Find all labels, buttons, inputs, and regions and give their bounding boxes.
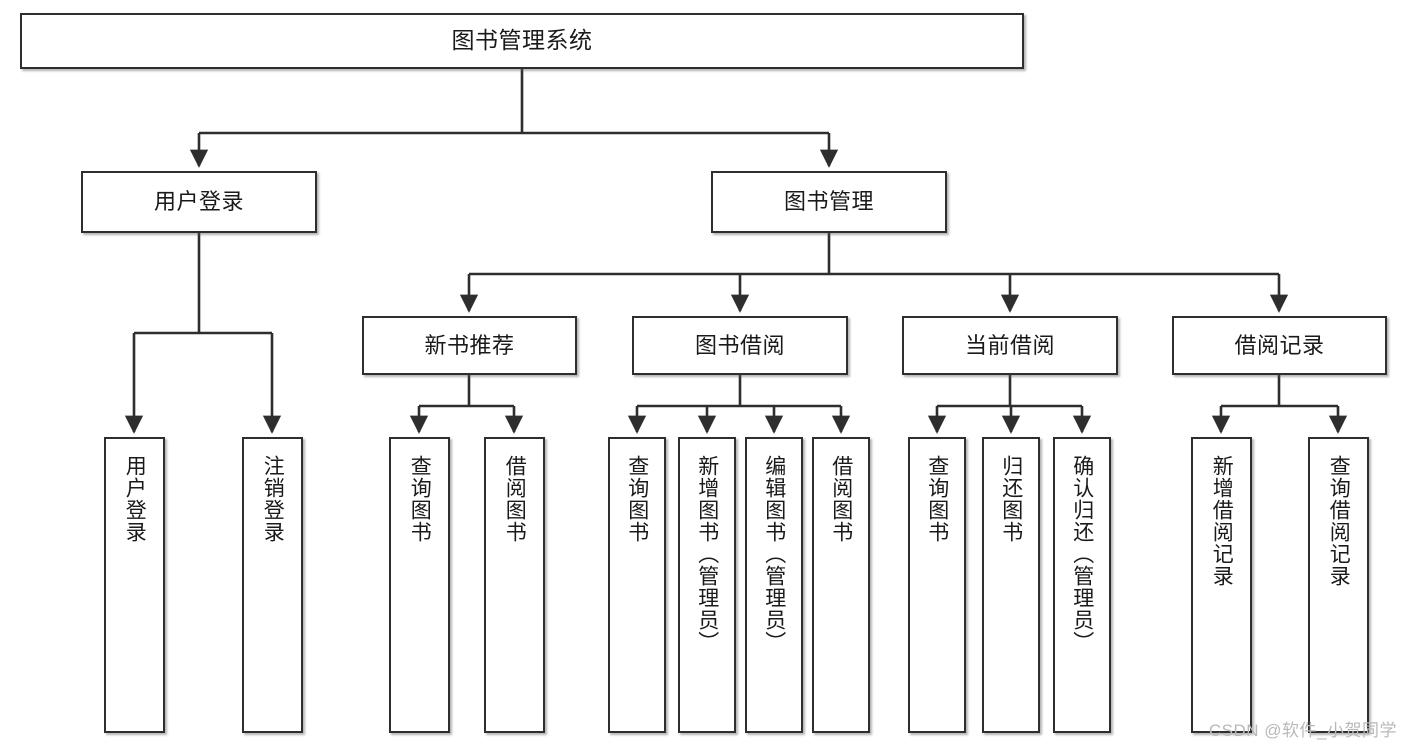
node-borrow-record-label: 借阅记录 (1234, 332, 1325, 358)
node-leaf-add-record[interactable]: 新增借阅记录 (1191, 437, 1252, 733)
node-book-manage[interactable]: 图书管理 (711, 171, 947, 233)
node-borrow-record[interactable]: 借阅记录 (1172, 316, 1387, 375)
node-leaf-query-book-rec[interactable]: 查询图书 (389, 437, 450, 733)
node-leaf-user-logout[interactable]: 注销登录 (242, 437, 303, 733)
node-leaf-user-logout-label: 注销登录 (261, 455, 285, 543)
node-current-borrow[interactable]: 当前借阅 (902, 316, 1118, 375)
node-leaf-borrow-book[interactable]: 借阅图书 (812, 437, 870, 733)
node-leaf-add-book-label: 新增图书（管理员） (695, 455, 719, 653)
node-current-borrow-label: 当前借阅 (964, 332, 1055, 358)
node-user-login[interactable]: 用户登录 (81, 171, 317, 233)
node-leaf-add-record-label: 新增借阅记录 (1210, 455, 1234, 587)
node-leaf-return-book-label: 归还图书 (999, 455, 1023, 543)
node-leaf-borrow-book-label: 借阅图书 (829, 455, 853, 543)
node-book-manage-label: 图书管理 (783, 189, 874, 215)
node-leaf-query-record[interactable]: 查询借阅记录 (1308, 437, 1369, 733)
node-leaf-edit-book-label: 编辑图书（管理员） (762, 455, 786, 653)
node-leaf-confirm-return[interactable]: 确认归还（管理员） (1053, 437, 1111, 733)
node-leaf-query-book-rec-label: 查询图书 (408, 455, 432, 543)
node-leaf-user-login[interactable]: 用户登录 (104, 437, 165, 733)
node-book-borrow[interactable]: 图书借阅 (632, 316, 848, 375)
node-leaf-borrow-book-rec-label: 借阅图书 (503, 455, 527, 543)
node-leaf-add-book[interactable]: 新增图书（管理员） (678, 437, 736, 733)
node-leaf-return-book[interactable]: 归还图书 (982, 437, 1040, 733)
node-leaf-query-book-cur[interactable]: 查询图书 (908, 437, 966, 733)
node-leaf-user-login-label: 用户登录 (123, 455, 147, 543)
node-leaf-confirm-return-label: 确认归还（管理员） (1070, 455, 1094, 653)
node-root-system-label: 图书管理系统 (451, 27, 593, 54)
node-book-borrow-label: 图书借阅 (694, 332, 785, 358)
node-leaf-borrow-book-rec[interactable]: 借阅图书 (484, 437, 545, 733)
node-new-book-recommend[interactable]: 新书推荐 (362, 316, 577, 375)
csdn-watermark: CSDN @软件_小贺同学 (1208, 721, 1397, 740)
node-leaf-query-record-label: 查询借阅记录 (1327, 455, 1351, 587)
node-leaf-query-book[interactable]: 查询图书 (608, 437, 666, 733)
node-leaf-query-book-label: 查询图书 (625, 455, 649, 543)
node-user-login-label: 用户登录 (153, 189, 244, 215)
node-leaf-query-book-cur-label: 查询图书 (925, 455, 949, 543)
node-root-system[interactable]: 图书管理系统 (20, 13, 1024, 69)
node-new-book-recommend-label: 新书推荐 (424, 332, 515, 358)
node-leaf-edit-book[interactable]: 编辑图书（管理员） (745, 437, 803, 733)
